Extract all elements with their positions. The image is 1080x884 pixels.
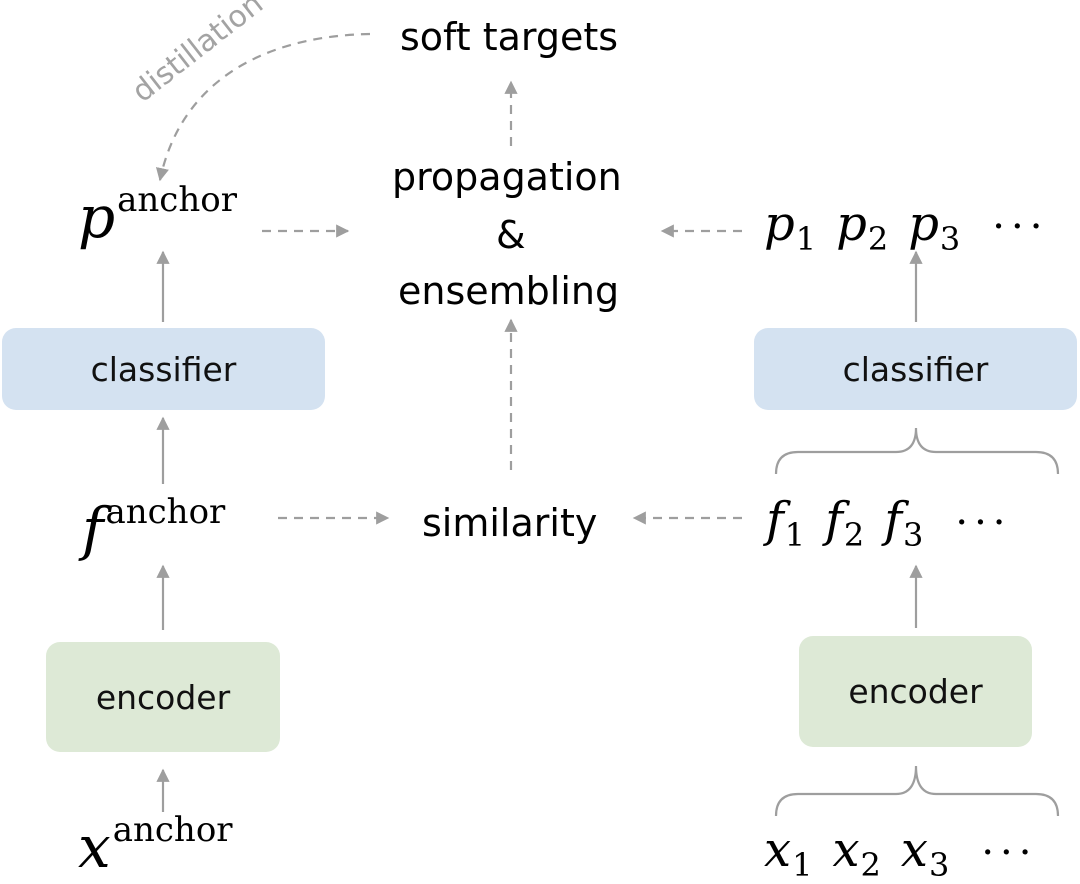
x-term-2-base: x [832,822,860,878]
encoder-box-left: encoder [46,642,280,752]
p-term-3-base: p [908,196,939,252]
p-anchor-label: panchor [78,183,237,246]
x-ellipsis: ··· [981,830,1038,876]
similarity-label: similarity [422,501,598,545]
f-term-1: f1 [766,492,805,551]
f-anchor-superscript: anchor [105,492,226,532]
x-term-3: x3 [900,822,949,881]
classifier-label-left: classifier [90,349,237,389]
p-term-2-sub: 2 [867,220,889,258]
f-term-2-sub: 2 [843,516,865,554]
propagation-label: propagation [392,155,622,199]
encoder-label-left: encoder [95,677,231,717]
classifier-label-right: classifier [842,349,989,389]
x-term-1: x1 [764,822,812,881]
x-term-1-base: x [764,822,792,878]
p-term-1: p1 [764,196,816,255]
p-term-3-sub: 3 [939,220,961,258]
f-anchor-base: f [82,495,104,563]
soft-targets-label: soft targets [400,15,619,59]
f-term-2: f2 [825,492,864,551]
x-term-2: x2 [832,822,880,881]
x-term-3-base: x [900,822,928,878]
x-anchor-superscript: anchor [112,810,233,850]
f-term-1-sub: 1 [784,516,806,554]
f-term-3: f3 [884,492,923,551]
x-term-1-sub: 1 [792,846,813,884]
classifier-box-left: classifier [2,328,325,410]
p-term-2: p2 [836,196,888,255]
f-term-3-base: f [884,492,903,548]
f-term-3-sub: 3 [903,516,924,554]
ensembling-label: ensembling [398,269,620,313]
arrow-distillation-curve [155,32,371,182]
encoder-label-right: encoder [848,672,983,711]
x-anchor-base: x [78,813,111,881]
f-ellipsis: ··· [955,500,1012,546]
brace-over-f [774,427,1060,475]
encoder-box-right: encoder [799,636,1032,747]
p-term-3: p3 [908,196,960,255]
f-term-2-base: f [825,492,843,548]
x-term-3-sub: 3 [928,846,950,884]
p-anchor-base: p [78,183,116,251]
f-term-1-base: f [766,492,784,548]
p-ellipsis: ··· [992,204,1049,250]
p-term-1-base: p [764,196,795,252]
p-term-1-sub: 1 [795,220,817,258]
ampersand-label: & [496,213,526,257]
p-anchor-superscript: anchor [117,180,237,220]
f-anchor-label: fanchor [82,495,225,558]
brace-over-x [774,765,1060,817]
p-term-2-base: p [836,196,867,252]
x-term-2-sub: 2 [860,846,881,884]
classifier-box-right: classifier [754,328,1077,410]
x-anchor-label: xanchor [78,813,233,876]
